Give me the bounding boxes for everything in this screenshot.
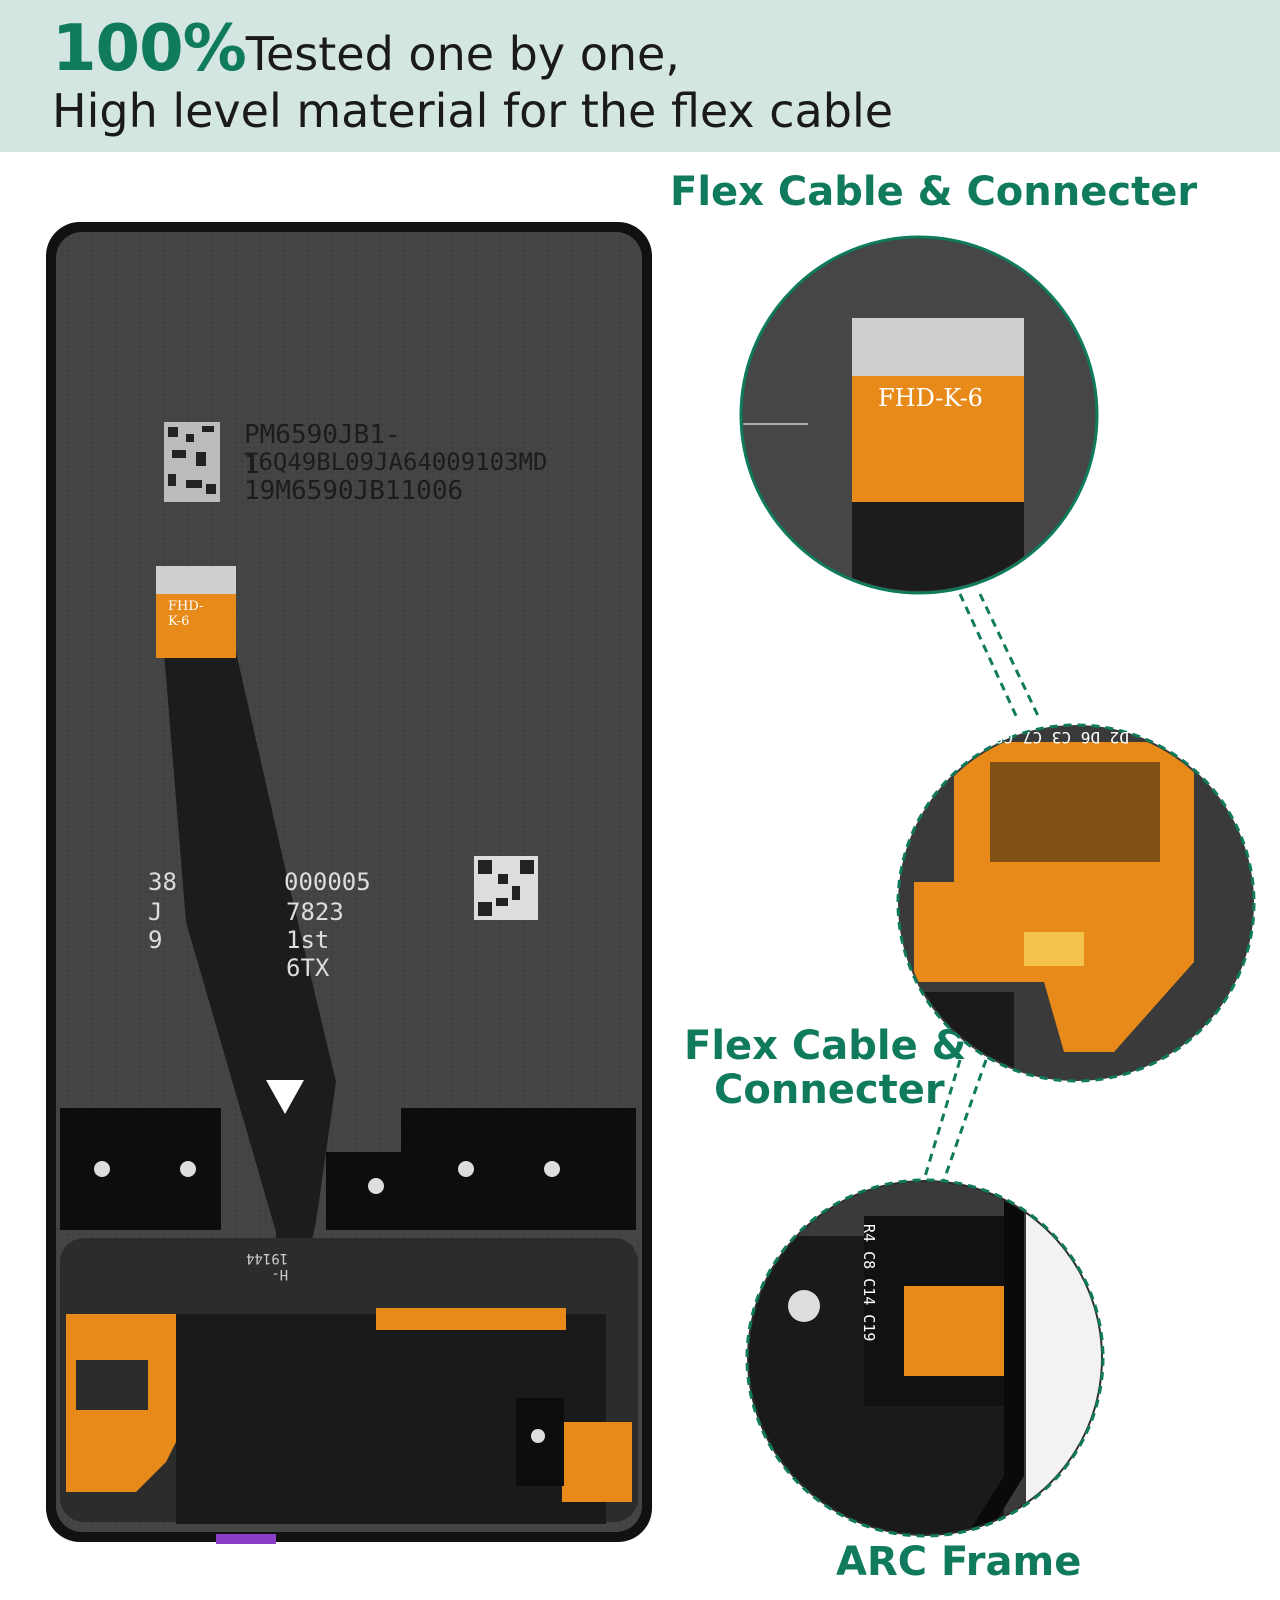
- mount-tab-right: [326, 1108, 636, 1230]
- left-flex-component: [76, 1360, 148, 1410]
- lower-label-line-2b: 7823 1st 6TX: [286, 898, 344, 982]
- banner-line-2: High level material for the flex cable: [52, 84, 894, 138]
- board-id-label: H-19144: [246, 1250, 289, 1282]
- callout-label-bottom: ARC Frame: [836, 1539, 1082, 1585]
- phone-back-image: PM6590JB1-1 T6Q49BL09JA64009103MD 19M659…: [46, 222, 652, 1552]
- zoom-frame-illustration: [745, 1178, 1105, 1538]
- mount-tab-left: [60, 1108, 221, 1230]
- zoom-connector-label: FHD-K-6: [878, 384, 983, 412]
- arrow-marker-icon: [266, 1080, 304, 1114]
- label-line-3: 19M6590JB11006: [244, 476, 464, 506]
- label-line-2: T6Q49BL09JA64009103MD: [244, 448, 548, 476]
- mount-hole: [94, 1161, 110, 1177]
- connector-metal: [156, 566, 236, 596]
- connector-label: FHD-K-6: [168, 599, 204, 629]
- callout-label-top: Flex Cable & Connecter: [670, 169, 1198, 215]
- zoom-flex-codes: D2 D6 C3 C7 C8: [994, 728, 1129, 747]
- lower-label-line-1a: 38: [148, 868, 177, 896]
- header-banner: 100%Tested one by one, High level materi…: [0, 0, 1280, 152]
- zoom-connector-illustration: [739, 235, 1099, 595]
- zoom-frame-codes: R4 C8 C14 C19: [860, 1224, 878, 1342]
- flex-cable-body: [164, 652, 336, 1312]
- zoom-callout-flex: D2 D6 C3 C7 C8: [894, 722, 1258, 1084]
- mount-hole: [544, 1161, 560, 1177]
- mount-hole: [368, 1178, 384, 1194]
- zoom-callout-connector: FHD-K-6: [738, 234, 1100, 596]
- lower-label-line-2a: J 9: [148, 898, 163, 954]
- phone-illustration: [46, 222, 652, 1544]
- zoom-flex-illustration: [896, 723, 1256, 1083]
- mount-hole: [180, 1161, 196, 1177]
- callout-label-middle-1: Flex Cable &: [684, 1023, 967, 1069]
- mount-hole: [531, 1429, 545, 1443]
- zoom-callout-arc-frame: R4 C8 C14 C19: [744, 1176, 1106, 1540]
- lower-label-line-1b: 000005: [284, 868, 371, 896]
- flex-strip-orange: [376, 1308, 566, 1330]
- qr-code-upper: [164, 422, 220, 502]
- mount-hole: [458, 1161, 474, 1177]
- banner-line-1-text: Tested one by one,: [245, 27, 680, 81]
- purple-tab: [216, 1534, 276, 1544]
- right-flex-orange: [562, 1422, 632, 1502]
- connector-orange: [156, 594, 236, 658]
- callout-label-middle-2: Connecter: [714, 1067, 945, 1113]
- qr-code-lower: [474, 856, 538, 920]
- label-line-1: PM6590JB1-1: [244, 420, 401, 480]
- banner-line-1: 100%Tested one by one,: [52, 12, 680, 86]
- banner-highlight: 100%: [52, 12, 247, 86]
